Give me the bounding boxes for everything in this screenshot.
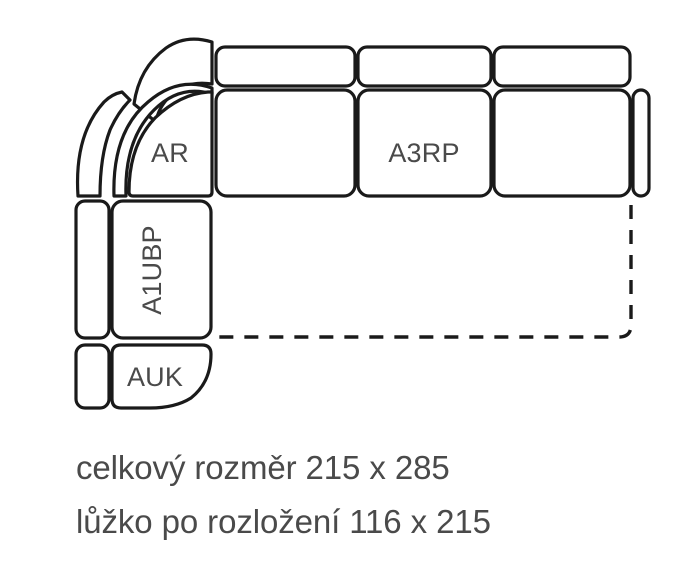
module-auk [110,343,213,410]
backrest-cushion-3 [492,45,632,88]
caption-overall-dimension: celkový rozměr 215 x 285 [76,449,450,486]
module-a3rp-label: A3RP [388,138,459,168]
module-a1ubp-label: A1UBP [137,225,167,315]
module-a1ubp [110,199,213,340]
right-armrest [631,88,651,198]
left-backrest-panel-upper [74,199,111,340]
seat-cushion-1 [214,88,357,198]
module-auk-label: AUK [127,362,183,392]
module-a3rp [356,88,493,198]
module-ar-label: AR [151,138,189,168]
module-ar [127,90,214,198]
backrest-cushion-2 [356,45,493,88]
bed-outline-dashed [216,205,633,339]
caption-bed-dimension: lůžko po rozložení 116 x 215 [76,503,491,540]
left-backrest-panel-lower [74,343,111,410]
backrest-cushion-1 [214,45,357,88]
left-corner-armrest [75,90,132,198]
seat-cushion-3 [492,88,632,198]
